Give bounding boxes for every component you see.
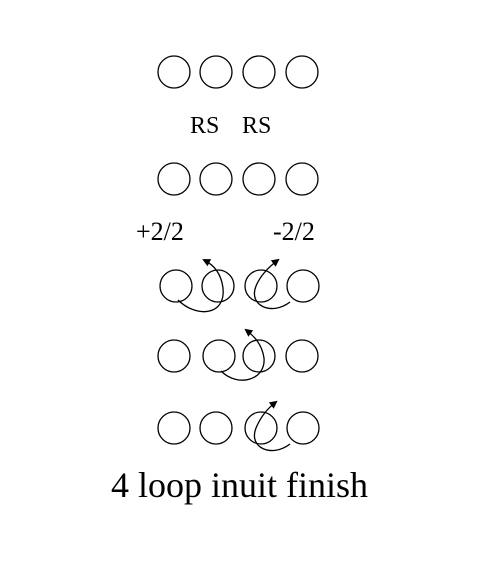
loop	[286, 269, 320, 303]
loop	[199, 411, 233, 445]
loop	[201, 269, 235, 303]
plus-cross-label: +2/2	[136, 217, 184, 246]
cross-arrow-center	[220, 328, 265, 381]
diagram-caption: 4 loop inuit finish	[111, 465, 369, 505]
loop	[157, 411, 191, 445]
row-4	[157, 328, 319, 381]
loop	[285, 339, 319, 373]
loop	[157, 339, 191, 373]
loop	[157, 162, 191, 196]
cross-arrow-right	[253, 258, 291, 310]
cross-arrow-right	[253, 400, 291, 452]
loop	[242, 55, 276, 89]
minus-cross-label: -2/2	[273, 217, 315, 246]
loop	[285, 55, 319, 89]
loop	[199, 162, 233, 196]
row-3	[159, 258, 320, 313]
loop	[242, 162, 276, 196]
rs-label-right: RS	[242, 113, 272, 139]
loop	[286, 411, 320, 445]
loop	[244, 411, 278, 445]
rs-label-left: RS	[190, 113, 220, 139]
loop	[199, 55, 233, 89]
loop	[159, 269, 193, 303]
cross-arrow-left	[177, 259, 224, 313]
loop	[285, 162, 319, 196]
loop	[202, 339, 236, 373]
row-5	[157, 400, 320, 452]
loop	[244, 269, 278, 303]
row-1	[157, 55, 319, 89]
row-2	[157, 162, 319, 196]
loop	[242, 339, 276, 373]
loop	[157, 55, 191, 89]
